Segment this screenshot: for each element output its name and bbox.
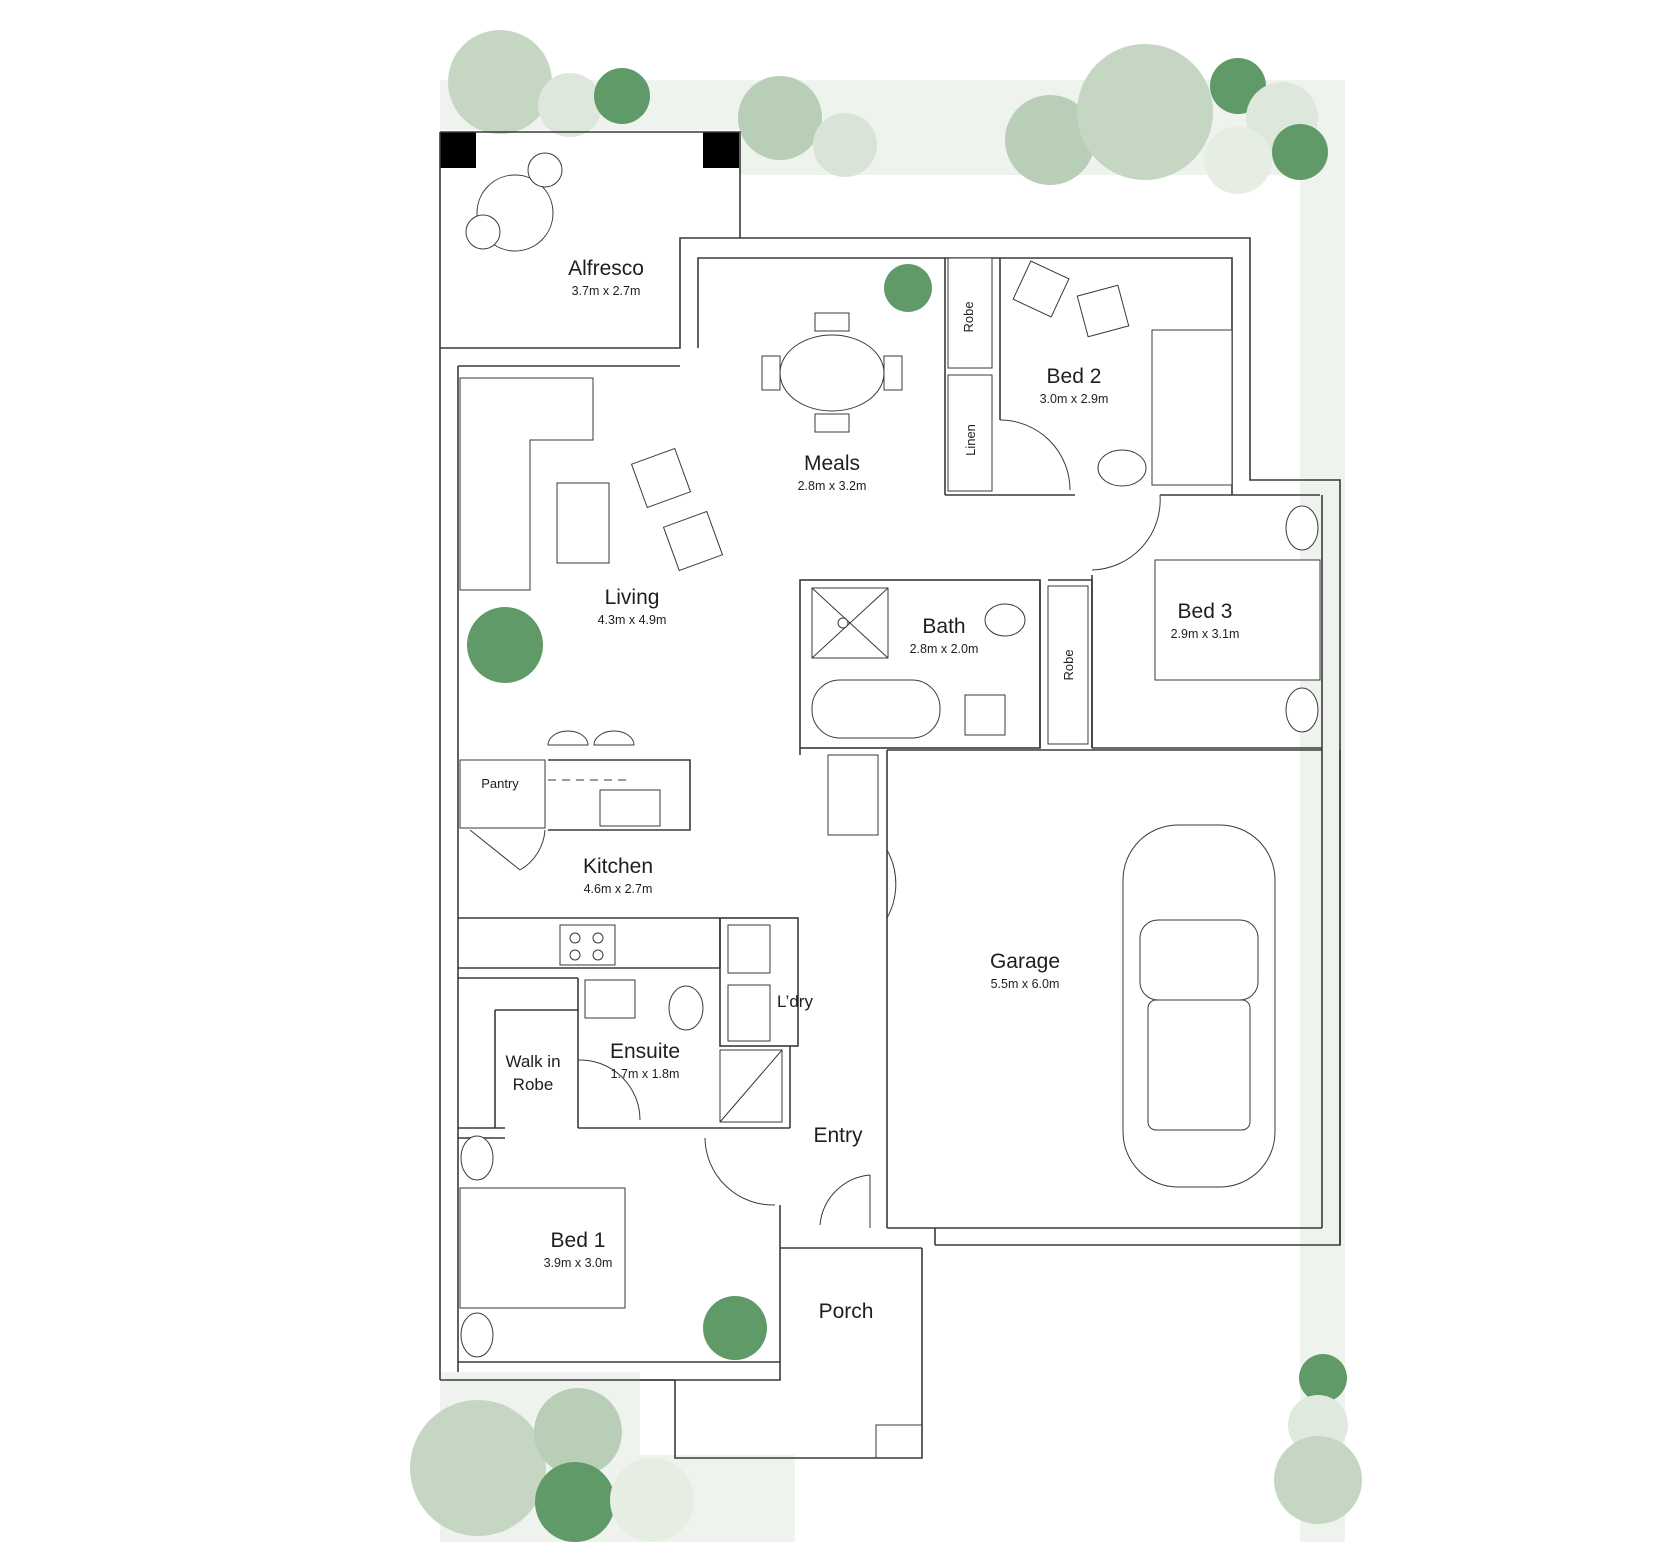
side-table-icon <box>1285 687 1319 733</box>
tree-icon <box>448 30 552 134</box>
chair-icon <box>814 312 850 332</box>
side-table-icon <box>1285 505 1319 551</box>
toilet-icon <box>984 603 1026 637</box>
armchair-icon <box>630 447 692 509</box>
shrub-icon <box>538 73 602 137</box>
plant-icon <box>467 607 543 683</box>
chair-icon <box>761 355 781 391</box>
bed2-label: Bed 2 <box>1047 365 1102 388</box>
shrub-icon <box>610 1458 694 1542</box>
chair-icon <box>465 214 501 250</box>
bath-dims: 2.8m x 2.0m <box>910 642 979 656</box>
tree-icon <box>594 68 650 124</box>
coffee-table-icon <box>556 482 610 564</box>
plant-icon <box>703 1296 767 1360</box>
bed-icon <box>1151 329 1233 486</box>
pantry-label: Pantry <box>481 776 519 791</box>
plant-icon <box>884 264 932 312</box>
tub-icon <box>727 924 771 974</box>
bed-icon <box>459 1187 626 1309</box>
chair-icon <box>814 413 850 433</box>
tree-icon <box>1299 1354 1347 1402</box>
basin-icon <box>584 979 636 1019</box>
tree-icon <box>1077 44 1213 180</box>
side-table-icon <box>460 1312 494 1358</box>
bed3-label: Bed 3 <box>1178 600 1233 623</box>
trees <box>410 30 1362 1542</box>
side-table-icon <box>1097 449 1147 487</box>
bathtub-icon <box>811 679 941 739</box>
sofa-icon <box>459 377 594 591</box>
robe-bed3-label: Robe <box>1061 649 1076 680</box>
tree-icon <box>410 1400 546 1536</box>
alfresco-area <box>439 131 741 348</box>
laundry-label: L’dry <box>777 992 813 1011</box>
column-icon <box>440 132 476 168</box>
basin-icon <box>964 694 1006 736</box>
chair-icon <box>883 355 903 391</box>
porch-label: Porch <box>819 1300 874 1323</box>
bed1-label: Bed 1 <box>551 1229 606 1252</box>
tree-icon <box>738 76 822 160</box>
shrub-icon <box>813 113 877 177</box>
armchair-icon <box>662 510 724 572</box>
robe-bed2-label: Robe <box>961 301 976 332</box>
bed2-dims: 3.0m x 2.9m <box>1040 392 1109 406</box>
cooktop-icon <box>559 924 616 966</box>
walk-in-robe-label-1: Walk in <box>505 1052 560 1071</box>
sink-icon <box>599 789 661 827</box>
tree-icon <box>1005 95 1095 185</box>
washer-icon <box>727 984 771 1042</box>
tree-icon <box>534 1388 622 1476</box>
bed-icon <box>1154 559 1321 681</box>
pantry-box <box>459 759 546 829</box>
kitchen-dims: 4.6m x 2.7m <box>584 882 653 896</box>
walls <box>439 237 1341 1459</box>
linen-label: Linen <box>963 424 978 456</box>
armchair-icon <box>1076 284 1130 338</box>
armchair-icon <box>1012 260 1070 318</box>
bed3-dims: 2.9m x 3.1m <box>1171 627 1240 641</box>
room-labels: Alfresco 3.7m x 2.7m Meals 2.8m x 3.2m B… <box>481 257 1239 1323</box>
furniture <box>459 260 1321 1360</box>
fridge-icon <box>827 754 879 836</box>
toilet-icon <box>668 985 704 1031</box>
garage-label: Garage <box>990 950 1060 973</box>
dining-table-icon <box>779 334 885 412</box>
tree-icon <box>1272 124 1328 180</box>
car-windscreen-icon <box>1139 919 1259 1001</box>
shrub-icon <box>1204 126 1272 194</box>
kitchen-label: Kitchen <box>583 855 653 878</box>
bath-label: Bath <box>922 615 965 638</box>
alfresco-dims: 3.7m x 2.7m <box>572 284 641 298</box>
walk-in-robe-label-2: Robe <box>513 1075 554 1094</box>
meals-label: Meals <box>804 452 860 475</box>
side-table-icon <box>460 1135 494 1181</box>
ensuite-label: Ensuite <box>610 1040 680 1063</box>
entry-label: Entry <box>813 1124 863 1147</box>
living-label: Living <box>605 586 660 609</box>
chair-icon <box>527 152 563 188</box>
tree-icon <box>535 1462 615 1542</box>
car-roof-icon <box>1147 999 1251 1131</box>
tree-icon <box>1274 1436 1362 1524</box>
living-dims: 4.3m x 4.9m <box>598 613 667 627</box>
ensuite-dims: 1.7m x 1.8m <box>611 1067 680 1081</box>
meals-dims: 2.8m x 3.2m <box>798 479 867 493</box>
bed1-dims: 3.9m x 3.0m <box>544 1256 613 1270</box>
column-icon <box>703 132 739 168</box>
alfresco-label: Alfresco <box>568 257 644 280</box>
garage-dims: 5.5m x 6.0m <box>991 977 1060 991</box>
stool-icon <box>547 730 589 746</box>
stool-icon <box>593 730 635 746</box>
